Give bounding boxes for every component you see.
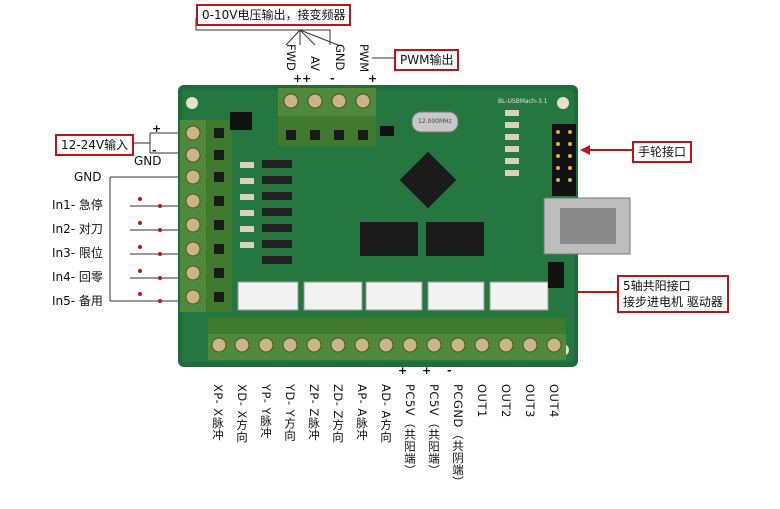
vfd-output-callout: 0-10V电压输出，接变频器 (196, 4, 352, 26)
pin-pc5v-1-label: PC5V（共阳端） (403, 384, 417, 477)
pin-out1-label: OUT1 (475, 384, 489, 418)
pin-yp-label: YP- Y脉冲 (259, 384, 273, 440)
pin-pcgnd-label: PCGND（共阴端） (451, 384, 465, 488)
pin-xp-label: XP- X脉冲 (211, 384, 225, 441)
stepper-interface-callout: 5轴共阳接口 接步进电机 驱动器 (617, 275, 729, 313)
pin-yd-label: YD- Y方向 (283, 384, 297, 442)
pin-zp-label: ZP- Z脉冲 (307, 384, 321, 441)
pc5v-1-sign: + (398, 364, 408, 377)
pin-ap-label: AP- A脉冲 (355, 384, 369, 441)
pin-pc5v-2-label: PC5V（共阳端） (427, 384, 441, 477)
pwm-terminal-label: PWM (357, 44, 371, 73)
pin-ad-label: AD- A方向 (379, 384, 393, 443)
pin-out3-label: OUT3 (523, 384, 537, 418)
gnd-terminal-label: GND (333, 44, 347, 71)
pwm-sign: + (368, 72, 378, 85)
stepper-callout-line1: 5轴共阳接口 (623, 279, 691, 293)
input-5-label: In5- 备用 (52, 294, 103, 308)
pin-xd-label: XD- X方向 (235, 384, 249, 443)
input-3-label: In3- 限位 (52, 246, 103, 260)
pin-out2-label: OUT2 (499, 384, 513, 418)
fwd-sign: + (293, 72, 303, 85)
input-4-label: In4- 回零 (52, 270, 103, 284)
handwheel-callout: 手轮接口 (632, 141, 693, 163)
fwd-terminal-label: FWD (284, 44, 298, 71)
stepper-callout-line2: 接步进电机 驱动器 (623, 295, 723, 309)
inputs-gnd-label: GND (74, 170, 102, 184)
power-gnd-label: GND (134, 154, 162, 168)
crystal-label: 12.000MHz (418, 118, 452, 125)
power-minus-sign: - (152, 144, 157, 157)
power-input-callout: 12-24V输入 (55, 134, 135, 156)
gnd-sign: - (330, 72, 335, 85)
input-2-label: In2- 对刀 (52, 222, 103, 236)
av-sign: + (302, 72, 312, 85)
board-model-label: BL-USBMach-3.1 (498, 98, 548, 105)
pc5v-2-sign: + (422, 364, 432, 377)
pin-zd-label: ZD- Z方向 (331, 384, 345, 443)
av-terminal-label: AV (308, 56, 322, 71)
pwm-output-callout: PWM输出 (394, 49, 460, 71)
pin-out4-label: OUT4 (547, 384, 561, 418)
input-1-label: In1- 急停 (52, 198, 103, 212)
power-plus-sign: + (152, 122, 162, 135)
pcgnd-sign: - (447, 364, 452, 377)
